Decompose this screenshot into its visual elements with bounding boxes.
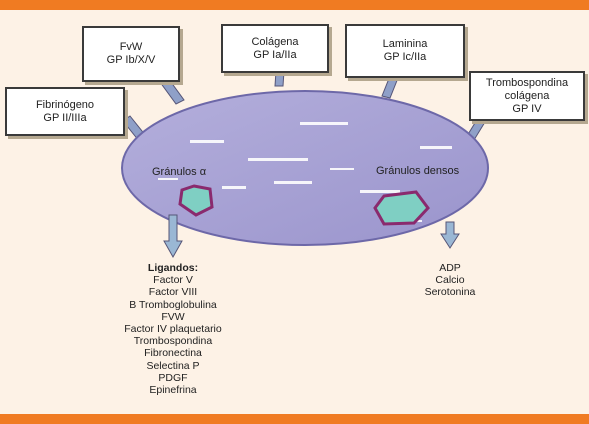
receptor-ligand: FvW xyxy=(119,41,143,53)
receptor-box-trombospondina: Trombospondina colágena GP IV xyxy=(469,71,585,121)
receptor-glycoprotein: GP IV xyxy=(512,102,542,115)
receptor-ligand: Laminina xyxy=(382,38,428,50)
alpha-granule xyxy=(178,184,214,217)
connector-laminina xyxy=(381,75,399,99)
alpha-release-arrow xyxy=(163,214,183,259)
receptor-glycoprotein: GP Ib/X/V xyxy=(106,54,156,66)
dense-release-arrow xyxy=(440,221,460,249)
receptor-glycoprotein: GP Ia/IIa xyxy=(253,48,297,61)
receptor-glycoprotein: GP Ic/IIa xyxy=(383,51,427,63)
receptor-box-fibrinogeno: Fibrinógeno GP II/IIIa xyxy=(5,87,125,136)
receptor-box-colagena: Colágena GP Ia/IIa xyxy=(221,24,329,73)
dense-item: Calcio xyxy=(435,274,465,287)
ligand-item: Factor V xyxy=(153,274,193,287)
ligand-item: Factor IV plaquetario xyxy=(124,323,222,336)
receptor-ligand: Trombospondina xyxy=(485,76,569,89)
alpha-granules-label: Gránulos α xyxy=(152,166,207,178)
bottom-bar xyxy=(0,414,589,424)
receptor-ligand: Colágena xyxy=(251,35,299,48)
ligand-item: B Tromboglobulina xyxy=(129,298,217,311)
dense-item: ADP xyxy=(439,262,461,274)
receptor-box-fvw: FvW GP Ib/X/V xyxy=(82,26,180,82)
ligand-item: Fibronectina xyxy=(144,347,202,360)
ligands-heading: Ligandos: xyxy=(147,262,199,274)
top-bar xyxy=(0,0,589,10)
receptor-ligand: Fibrinógeno xyxy=(35,98,95,111)
dense-granule xyxy=(373,190,430,226)
ligand-item: FVW xyxy=(161,310,185,323)
ligand-item: PDGF xyxy=(158,371,188,384)
ligand-item: Factor VIII xyxy=(148,286,198,299)
ligand-item: Selectina P xyxy=(146,359,200,372)
receptor-glycoprotein: GP II/IIIa xyxy=(43,111,87,124)
ligands-list: Ligandos: Factor V Factor VIII B Trombog… xyxy=(108,262,238,396)
dense-contents-list: ADP Calcio Serotonina xyxy=(410,262,490,299)
dense-item: Serotonina xyxy=(424,286,476,299)
ligand-item: Epinefrina xyxy=(149,384,197,397)
connector-colagena xyxy=(274,70,285,87)
dense-granules-label: Gránulos densos xyxy=(376,165,460,177)
receptor-box-laminina: Laminina GP Ic/IIa xyxy=(345,24,465,78)
receptor-ligand-secondary: colágena xyxy=(504,89,550,102)
ligand-item: Trombospondina xyxy=(133,335,213,348)
